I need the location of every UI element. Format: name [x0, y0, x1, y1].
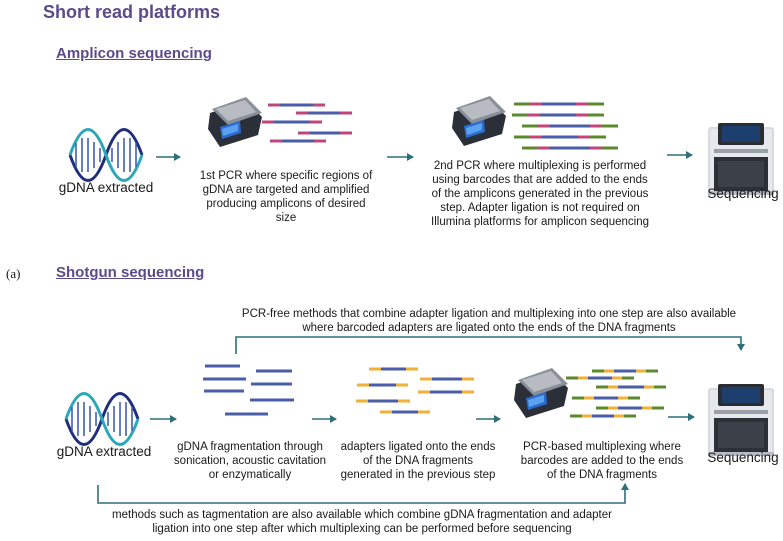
bypass-arrow-bottom [97, 483, 629, 504]
dna-helix-icon [64, 392, 140, 446]
pcr-machine-icon [452, 96, 506, 146]
amplicon-start-label: gDNA extracted [58, 180, 154, 195]
shotgun-top-note: PCR-free methods that combine adapter li… [241, 308, 737, 334]
shotgun-step1-caption: gDNA fragmentation through sonication, a… [173, 441, 327, 481]
amplicon-step2-caption: 2nd PCR where multiplexing is performed … [431, 160, 649, 228]
amplicon-heading: Amplicon sequencing [56, 45, 212, 62]
bypass-arrow-top [235, 336, 745, 354]
barcoded-amplicons [512, 102, 618, 150]
amplicon-step1-caption: 1st PCR where specific regions of gDNA a… [199, 170, 373, 224]
dna-helix-icon [68, 128, 144, 182]
adapter-fragments [356, 367, 474, 414]
shotgun-step3-caption: PCR-based multiplexing where barcodes ar… [520, 441, 684, 481]
panel-label: (a) [6, 266, 21, 281]
sequencer-icon [708, 384, 774, 456]
amplicon-fragments [262, 103, 352, 143]
shotgun-end-label: Sequencing [707, 450, 779, 465]
shotgun-bottom-note: methods such as tagmentation are also av… [112, 509, 612, 535]
pcr-machine-icon [514, 368, 568, 418]
sequencer-icon [708, 123, 774, 195]
pcr-machine-icon [208, 97, 262, 147]
shotgun-step2-caption: adapters ligated onto the ends of the DN… [340, 441, 496, 481]
shotgun-heading: Shotgun sequencing [56, 264, 205, 281]
barcoded-fragments [566, 369, 666, 418]
shotgun-start-label: gDNA extracted [56, 444, 152, 459]
dna-fragments [203, 364, 294, 416]
amplicon-end-label: Sequencing [707, 186, 779, 201]
page-title: Short read platforms [43, 2, 221, 22]
